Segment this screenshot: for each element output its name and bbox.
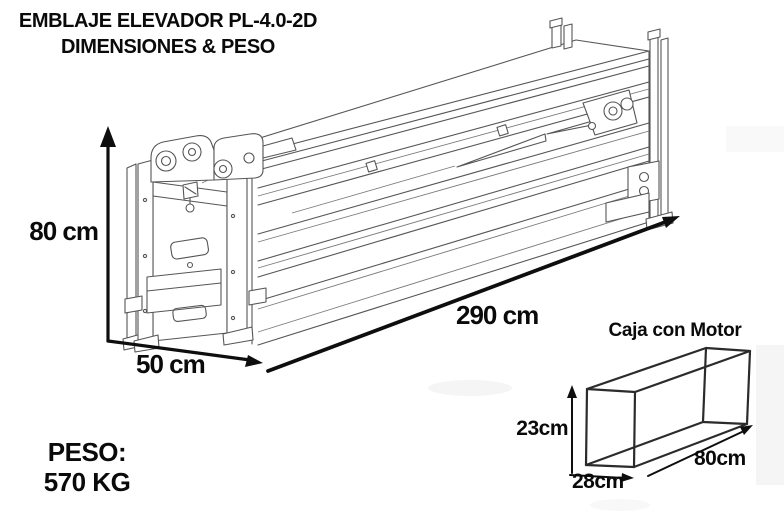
- motor-box-label-length: 80cm: [694, 447, 746, 470]
- motor-box-drawing: [584, 346, 752, 469]
- dimension-label-height: 80 cm: [29, 216, 99, 246]
- motor-box-label-height: 23cm: [516, 417, 568, 440]
- motor-box-depth-arrow: [569, 473, 634, 482]
- height-arrow: [100, 126, 116, 343]
- weight-value: 570 KG: [43, 467, 131, 497]
- dimension-label-length: 290 cm: [456, 300, 539, 330]
- page-title-line2: DIMENSIONES & PESO: [61, 36, 275, 58]
- top-pulley-assembly: [150, 133, 297, 183]
- dimension-label-depth: 50 cm: [136, 349, 206, 379]
- right-end-posts: [549, 17, 674, 231]
- elevator-mast-beam-drawing: [246, 17, 674, 346]
- right-end-roller: [582, 89, 638, 136]
- page-title-line1: EMBLAJE ELEVADOR PL-4.0-2D: [18, 10, 318, 32]
- weight-label: PESO:: [47, 437, 127, 467]
- depth-arrow: [106, 339, 263, 367]
- lifting-hook: [182, 169, 219, 213]
- motor-box-length-arrow: [647, 425, 753, 477]
- length-arrow: [266, 216, 680, 373]
- carriage-frame-drawing: [122, 133, 297, 353]
- page-title: EMBLAJE ELEVADOR PL-4.0-2D DIMENSIONES &…: [18, 11, 318, 58]
- scan-artifacts: [428, 126, 784, 511]
- motor-box-label-depth: 28cm: [572, 470, 624, 493]
- motor-box-height-arrow: [567, 385, 577, 474]
- motor-box-title: Caja con Motor: [608, 320, 742, 341]
